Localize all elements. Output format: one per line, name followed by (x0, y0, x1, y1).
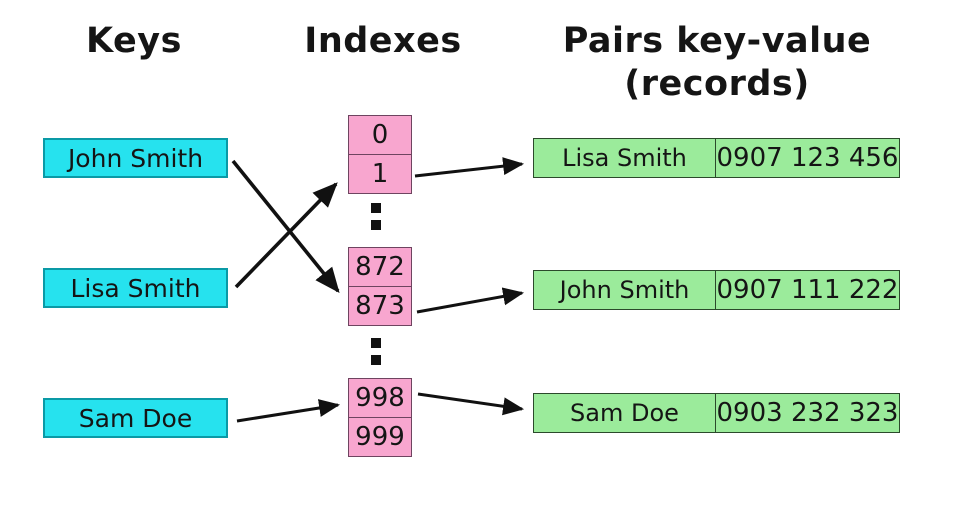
ellipsis-dots (371, 203, 381, 230)
index-cell-872: 872 (348, 247, 412, 287)
record-name-cell: Lisa Smith (534, 139, 716, 177)
ellipsis-dots (371, 338, 381, 365)
ellipsis-dot (371, 355, 381, 365)
index-group-0-1: 0 1 (348, 115, 412, 194)
index-cell-998: 998 (348, 378, 412, 418)
arrow-index-873-to-record-john (416, 287, 525, 314)
index-value: 872 (355, 252, 405, 282)
index-group-998-999: 998 999 (348, 378, 412, 457)
indexes-header: Indexes (304, 21, 462, 61)
key-box-john-smith: John Smith (43, 138, 228, 178)
record-row-sam-doe: Sam Doe 0903 232 323 (533, 393, 900, 433)
pairs-header-line1: Pairs key-value (562, 21, 872, 61)
key-label: John Smith (67, 143, 204, 173)
index-value: 998 (355, 383, 405, 413)
record-row-john-smith: John Smith 0907 111 222 (533, 270, 900, 310)
key-label: Lisa Smith (70, 273, 201, 303)
record-value: 0907 123 456 (716, 143, 899, 173)
index-value: 999 (355, 421, 405, 452)
ellipsis-dot (371, 338, 381, 348)
arrow-key-sam-to-index-998 (236, 399, 341, 423)
record-value: 0907 111 222 (716, 275, 899, 305)
ellipsis-dot (371, 203, 381, 213)
arrow-key-john-to-index-873 (231, 159, 340, 293)
ellipsis-dot (371, 220, 381, 230)
index-cell-1: 1 (348, 153, 412, 194)
index-cell-999: 999 (348, 416, 412, 457)
record-row-lisa-smith: Lisa Smith 0907 123 456 (533, 138, 900, 178)
key-box-lisa-smith: Lisa Smith (43, 268, 228, 308)
record-name: Lisa Smith (562, 144, 687, 172)
index-value: 873 (355, 290, 405, 321)
pairs-header-line2: (records) (624, 63, 810, 104)
record-value-cell: 0903 232 323 (716, 394, 899, 432)
record-name-cell: Sam Doe (534, 394, 716, 432)
record-name: Sam Doe (570, 399, 679, 427)
pairs-header: Pairs key-value (records) (523, 20, 911, 105)
record-name: John Smith (559, 276, 690, 304)
key-box-sam-doe: Sam Doe (43, 398, 228, 438)
record-name-cell: John Smith (534, 271, 716, 309)
record-value: 0903 232 323 (716, 398, 899, 428)
index-value: 0 (371, 120, 389, 150)
arrow-index-1-to-record-lisa (414, 157, 525, 178)
arrow-key-lisa-to-index-1 (234, 182, 338, 289)
record-value-cell: 0907 111 222 (716, 271, 899, 309)
index-value: 1 (371, 158, 389, 189)
keys-header: Keys (86, 21, 182, 61)
key-label: Sam Doe (78, 403, 193, 433)
index-group-872-873: 872 873 (348, 247, 412, 326)
record-value-cell: 0907 123 456 (716, 139, 899, 177)
arrow-index-998-to-record-sam (417, 392, 525, 416)
index-cell-873: 873 (348, 285, 412, 326)
index-cell-0: 0 (348, 115, 412, 155)
